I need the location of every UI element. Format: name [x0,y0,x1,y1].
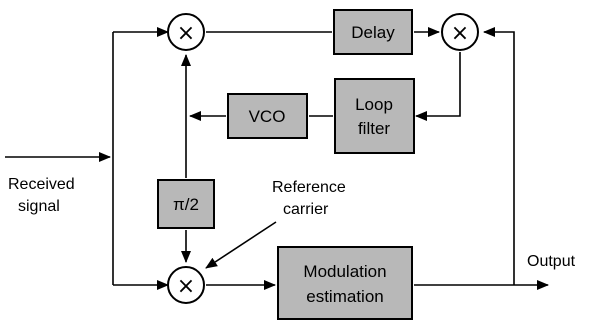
line-output-feedback-to-right-multiplier [483,27,515,285]
line-right-multiplier-to-loop-filter [415,52,461,121]
multiplier-right-icon: × [451,21,469,46]
phase-shift-block: π/2 [157,179,215,229]
phase-shift-label: π/2 [173,195,199,214]
multiplier-top-icon: × [177,21,195,46]
vco-label: VCO [249,107,286,126]
received-signal-label-line-2: signal [18,198,60,215]
loop-filter-label-line-1: Loop [355,95,393,114]
vco-block: VCO [227,93,308,139]
reference-carrier-label-line-2: carrier [283,201,329,218]
multiplier-top: × [167,13,205,51]
reference-carrier-label-line-1: Reference [272,179,346,196]
delay-label: Delay [351,23,395,42]
loop-filter-label-line-2: filter [358,119,390,138]
multiplier-right: × [441,13,479,51]
modulation-estimation-block: Modulation estimation [277,246,413,320]
reference-carrier-pointer [205,221,277,269]
output-label: Output [527,253,576,270]
received-signal-label-line-1: Received [8,176,75,193]
signal-paths [5,27,549,290]
loop-filter-block: Loop filter [334,78,415,154]
multiplier-bottom-icon: × [177,274,195,299]
delay-block: Delay [333,9,413,55]
modulation-estimation-label-line-2: estimation [306,287,383,306]
modulation-estimation-label-line-1: Modulation [303,262,386,281]
multiplier-bottom: × [167,266,205,304]
